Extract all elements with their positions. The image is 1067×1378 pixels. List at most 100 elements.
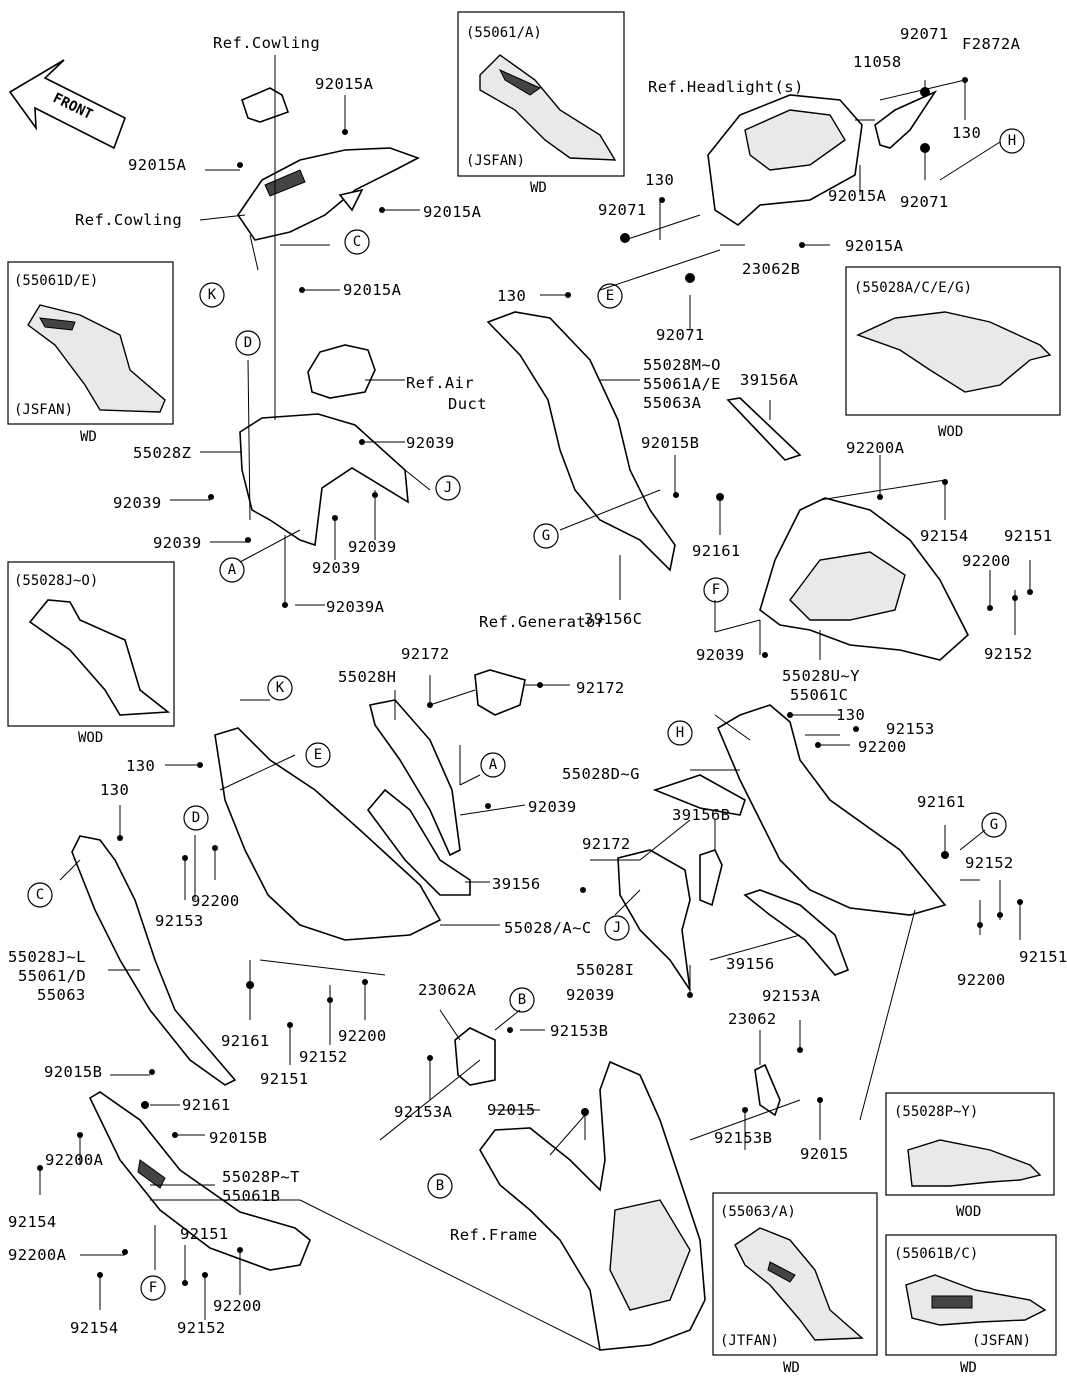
callout-f-2: F (140, 1275, 166, 1301)
callout-d-2: D (183, 805, 209, 831)
label-part: 92039 (153, 534, 202, 552)
svg-text:C: C (353, 234, 361, 250)
inset-code: (55063/A) (720, 1204, 796, 1220)
label-part: 92161 (221, 1032, 270, 1050)
svg-text:K: K (208, 287, 217, 303)
label-part: 92039 (406, 434, 455, 452)
label-part: 92039 (312, 559, 361, 577)
label-part: 92153A (762, 987, 821, 1005)
label-part: 39156C (584, 610, 642, 628)
label-part: 55063 (37, 986, 86, 1004)
inner-panel-right (617, 704, 947, 991)
label-part: 92151 (1019, 948, 1067, 966)
label-part: 92039 (113, 494, 162, 512)
inset-note: WOD (938, 424, 963, 440)
callout-e-2: E (305, 742, 331, 768)
label-part: 55061/D (18, 967, 86, 985)
callout-a-2: A (480, 752, 506, 778)
label-part: 92015A (315, 75, 374, 93)
generator-bracket (454, 1027, 781, 1117)
label-part: 92039A (326, 598, 385, 616)
label-part: 92071 (656, 326, 705, 344)
label-part: 55028J~L (8, 948, 86, 966)
label-part: 55061C (790, 686, 848, 704)
label-part: 11058 (853, 53, 902, 71)
callout-d-1: D (235, 330, 261, 356)
inset-finish: (JTFAN) (720, 1333, 779, 1349)
inset-note: WOD (78, 730, 103, 746)
label-part: 92172 (576, 679, 625, 697)
inset-note: WD (960, 1360, 977, 1376)
svg-text:E: E (314, 747, 322, 763)
label-part: 92015B (209, 1129, 267, 1147)
label-part: 55028P~T (222, 1168, 300, 1186)
callout-e-1: E (597, 283, 623, 309)
inset-note: WD (80, 429, 97, 445)
label-part: 92154 (920, 527, 969, 545)
svg-text:E: E (606, 288, 614, 304)
label-part: 92015 (487, 1101, 536, 1119)
label-part: 39156 (492, 875, 541, 893)
side-fairing-upper (486, 311, 802, 572)
leader-lines (39, 55, 1031, 1351)
svg-text:F: F (149, 1280, 157, 1296)
label-part: 92200 (962, 552, 1011, 570)
label-part: 92153B (550, 1022, 608, 1040)
label-part: 92152 (177, 1319, 226, 1337)
callout-j-2: J (604, 915, 630, 941)
inset-55061BC: (55061B/C) (JSFAN) WD (885, 1234, 1057, 1376)
callout-k-1: K (199, 282, 225, 308)
label-part: 130 (645, 171, 674, 189)
label-part: 92154 (70, 1319, 119, 1337)
inset-55061DE: (55061D/E) (JSFAN) WD (7, 261, 174, 445)
inset-55028JO: (55028J~O) WOD (7, 561, 175, 746)
label-part: 92200A (45, 1151, 104, 1169)
label-part: 92152 (299, 1048, 348, 1066)
inset-note: WD (530, 180, 547, 196)
label-part: 92071 (598, 201, 647, 219)
label-ref-cowling: Ref.Cowling (213, 34, 320, 52)
label-part: 92200A (8, 1246, 67, 1264)
svg-text:J: J (613, 920, 621, 936)
label-part: 92015A (423, 203, 482, 221)
inset-code: (55028J~O) (14, 573, 98, 589)
fastener-dots (37, 77, 1033, 1286)
svg-text:H: H (1008, 133, 1016, 149)
inset-finish: (JSFAN) (14, 402, 73, 418)
label-part: 92039 (528, 798, 577, 816)
inset-code: (55028A/C/E/G) (854, 280, 972, 296)
label-part: 92151 (1004, 527, 1053, 545)
inset-55028PY: (55028P~Y) WOD (885, 1092, 1055, 1220)
svg-text:D: D (244, 335, 252, 351)
label-part: 23062B (742, 260, 800, 278)
label-part: 130 (497, 287, 526, 305)
inset-code: (55028P~Y) (894, 1104, 978, 1120)
inset-55063A: (55063/A) (JTFAN) WD (712, 1192, 878, 1376)
lower-cowl-right (759, 497, 969, 661)
label-part: 55061B (222, 1187, 280, 1205)
label-part: 23062 (728, 1010, 777, 1028)
label-part: 55028Z (133, 444, 191, 462)
inset-code: (55061B/C) (894, 1246, 978, 1262)
label-part: 39156A (740, 371, 799, 389)
label-ref-duct: Duct (448, 395, 487, 413)
label-part: 92200 (213, 1297, 262, 1315)
air-duct-part (239, 344, 409, 547)
label-part: 55028M~O (643, 356, 721, 374)
label-part: 130 (126, 757, 155, 775)
label-part: 55028U~Y (782, 667, 860, 685)
label-part: 92039 (348, 538, 397, 556)
label-part: 55028D~G (562, 765, 640, 783)
callout-h-2: H (667, 720, 693, 746)
svg-text:H: H (676, 725, 684, 741)
headlight-assembly (707, 90, 938, 227)
label-part: 55028/A~C (504, 919, 592, 937)
inset-code: (55061D/E) (14, 273, 98, 289)
svg-text:F: F (712, 582, 720, 598)
label-part: 92015A (845, 237, 904, 255)
label-part: 92200 (957, 971, 1006, 989)
callout-h-1: H (999, 128, 1025, 154)
label-part: 130 (100, 781, 129, 799)
callout-g-2: G (981, 812, 1007, 838)
